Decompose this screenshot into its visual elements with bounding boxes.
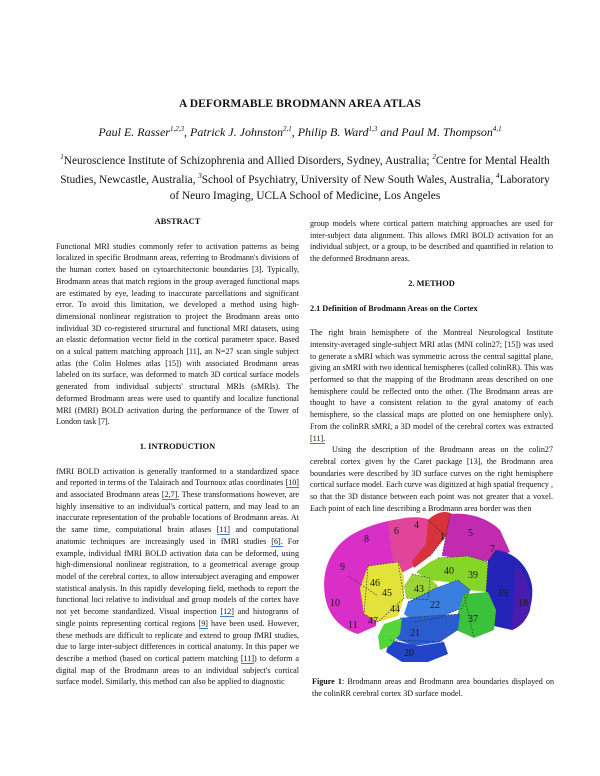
author-affil-sup: 1,3 xyxy=(368,125,378,133)
author-name: Patrick J. Johnston xyxy=(189,125,283,139)
method-heading: 2. METHOD xyxy=(408,278,455,288)
citation-link[interactable]: [2,7]. xyxy=(161,490,180,501)
citation-link[interactable]: [11] xyxy=(240,653,255,664)
author-affil-sup: 4,1 xyxy=(492,125,502,133)
abstract-text: Functional MRI studies commonly refer to… xyxy=(56,241,299,427)
figure-caption: Figure 1: Brodmann areas and Brodmann ar… xyxy=(312,676,554,699)
affil-sup: 1 xyxy=(60,153,64,161)
brodmann-brain-illustration: 9 8 6 4 1 5 7 46 45 44 43 40 39 19 18 10… xyxy=(324,512,533,662)
citation-link[interactable]: [9] xyxy=(198,618,208,629)
text-run: For example, individual fMRI BOLD activa… xyxy=(56,536,299,617)
introduction-heading: 1. INTRODUCTION xyxy=(139,441,216,451)
figure-label: Figure 1 xyxy=(312,677,342,686)
svg-text:22: 22 xyxy=(430,600,440,611)
affil-sup: 2 xyxy=(432,153,436,161)
svg-text:20: 20 xyxy=(404,648,414,659)
svg-text:4: 4 xyxy=(414,520,419,531)
svg-text:46: 46 xyxy=(370,578,380,589)
affiliations: 1Neuroscience Institute of Schizophrenia… xyxy=(55,150,555,204)
affiliation: School of Psychiatry, University of New … xyxy=(201,174,497,187)
introduction-text: fMRI BOLD activation is generally tranfo… xyxy=(56,466,299,688)
citation-link[interactable]: [12] xyxy=(220,607,234,618)
text-run: ) to deform a digital map of the Brodman… xyxy=(56,653,299,687)
method-paragraph: The right brain hemisphere of the Montre… xyxy=(310,327,553,444)
affiliation: Centre for Mental Health Studies, Newcas… xyxy=(60,154,550,187)
affil-sup: 4 xyxy=(496,172,500,181)
svg-text:39: 39 xyxy=(468,570,478,581)
affiliation: Neuroscience Institute of Schizophrenia … xyxy=(63,154,433,167)
svg-text:8: 8 xyxy=(364,534,369,545)
svg-text:37: 37 xyxy=(468,614,478,625)
author-separator: and xyxy=(377,125,402,139)
subsection-heading: 2.1 Definition of Brodmann Areas on the … xyxy=(310,303,478,313)
svg-text:44: 44 xyxy=(390,604,400,615)
caption-text: : Brodmann areas and Brodmann area bound… xyxy=(312,677,554,698)
svg-text:45: 45 xyxy=(382,588,392,599)
affil-sup: 3 xyxy=(198,172,202,181)
author-name: Philip B. Ward xyxy=(297,125,369,139)
abstract-heading: ABSTRACT xyxy=(154,217,201,226)
author-list: Paul E. Rasser1,2,3, Patrick J. Johnston… xyxy=(0,125,600,140)
svg-text:6: 6 xyxy=(394,526,399,537)
brain-figure: 9 8 6 4 1 5 7 46 45 44 43 40 39 19 18 10… xyxy=(318,506,543,666)
svg-text:19: 19 xyxy=(498,588,508,599)
method-paragraph: Using the description of the Brodmann ar… xyxy=(310,445,553,513)
citation-link[interactable]: [6]. xyxy=(271,536,283,547)
author-name: Paul M. Thompson xyxy=(401,125,493,139)
paper-title: A DEFORMABLE BRODMANN AREA ATLAS xyxy=(179,98,421,110)
svg-text:40: 40 xyxy=(444,566,454,577)
citation-link[interactable]: [11]. xyxy=(310,433,326,444)
svg-text:5: 5 xyxy=(468,528,473,539)
author-separator: , xyxy=(183,125,190,139)
text-run: These transformations however, are highl… xyxy=(56,490,299,535)
affiliation: Laboratory of Neuro Imaging, UCLA School… xyxy=(169,174,550,202)
svg-text:43: 43 xyxy=(414,584,424,595)
left-column: ABSTRACT Functional MRI studies commonly… xyxy=(56,216,299,688)
svg-text:10: 10 xyxy=(330,598,340,609)
right-column: group models where cortical pattern matc… xyxy=(310,218,553,514)
author-affil-sup: 2,1 xyxy=(282,125,292,133)
svg-text:9: 9 xyxy=(340,562,345,573)
text-run: and histograms of single points represen… xyxy=(56,607,299,628)
svg-text:7: 7 xyxy=(490,544,495,555)
text-run: have been used. However, these methods a… xyxy=(56,618,299,663)
author-affil-sup: 1,2,3 xyxy=(169,125,184,133)
author-separator: , xyxy=(291,125,298,139)
svg-text:11: 11 xyxy=(348,620,358,631)
author-name: Paul E. Rasser xyxy=(98,125,170,139)
text-run: and associated Brodmann areas xyxy=(56,490,162,500)
svg-text:18: 18 xyxy=(518,598,528,609)
citation-link[interactable]: [11] xyxy=(216,525,230,536)
text-run: The right brain hemisphere of the Montre… xyxy=(310,328,553,431)
svg-text:47: 47 xyxy=(368,616,378,627)
svg-text:1: 1 xyxy=(440,532,445,543)
text-run: fMRI BOLD activation is generally tranfo… xyxy=(56,466,299,488)
citation-link[interactable]: [10] xyxy=(285,478,299,489)
continued-text: group models where cortical pattern matc… xyxy=(310,219,553,264)
svg-text:21: 21 xyxy=(410,628,420,639)
text-run: and computational anatomic techniques ar… xyxy=(56,525,299,546)
